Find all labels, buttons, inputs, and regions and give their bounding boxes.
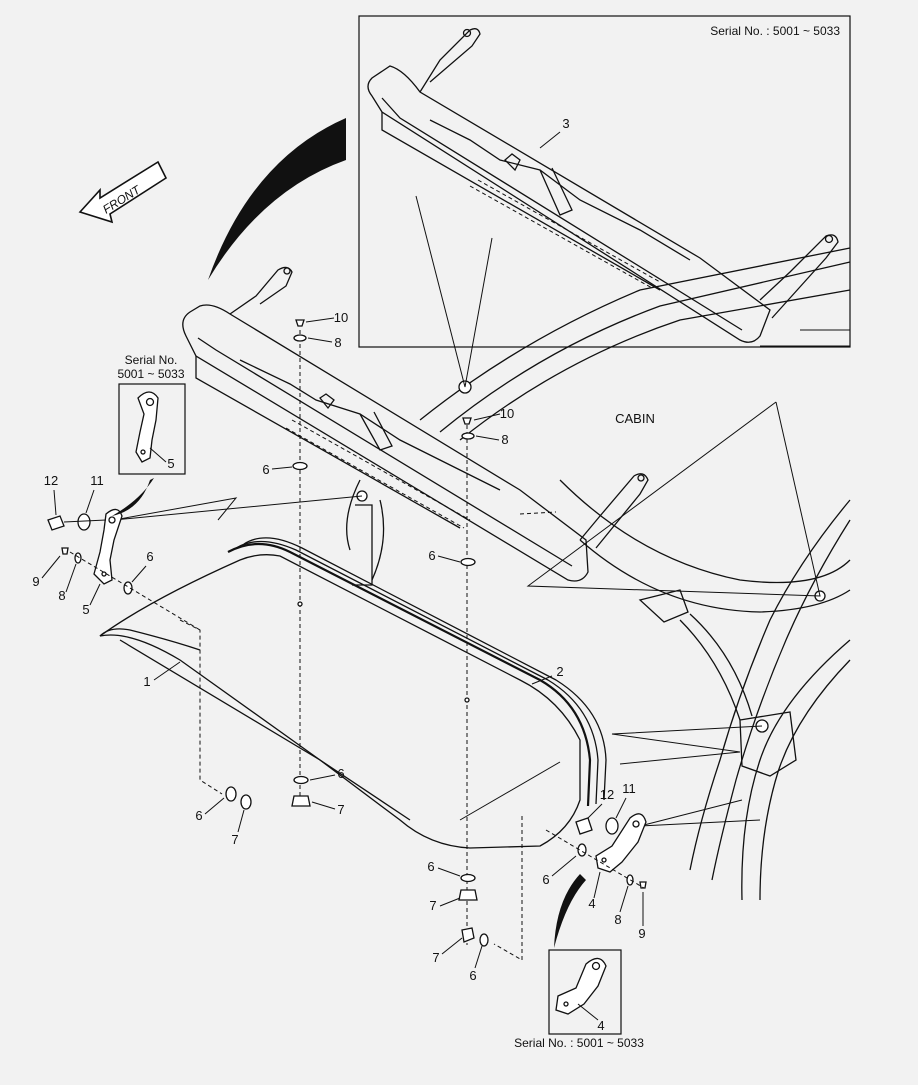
callout-11-left: 11	[90, 473, 104, 488]
callout-9-left: 9	[32, 574, 39, 589]
bracket-tab-left	[229, 266, 293, 315]
callout-7-f: 7	[432, 950, 439, 965]
washer-6-bottom-left	[225, 786, 237, 802]
callout-7-e: 7	[429, 898, 436, 913]
callout-11-right: 11	[622, 781, 636, 796]
bolt-12-left	[47, 515, 65, 531]
washer-8-left	[293, 334, 307, 342]
front-arrow-icon	[78, 160, 168, 224]
inset-left-serial-2: 5001 ~ 5033	[117, 367, 184, 381]
guard-panel	[99, 554, 581, 961]
washer-8-left-small	[74, 552, 82, 564]
callout-6-d: 6	[337, 766, 344, 781]
inset-left-bracket	[135, 391, 159, 463]
front-arrow: FRONT	[78, 160, 168, 224]
inset-top-frame	[358, 15, 851, 348]
washer-6-left-bottom	[293, 775, 309, 785]
callout-6-b: 6	[428, 548, 435, 563]
cabin-structure: CABIN	[346, 247, 851, 901]
bracket-outline	[182, 304, 589, 582]
washer-8-right	[461, 432, 475, 440]
fasteners-main	[225, 319, 489, 947]
callout-10-b: 10	[500, 406, 514, 421]
callout-2: 2	[556, 664, 563, 679]
inset-left: Serial No. 5001 ~ 5033 5	[117, 353, 186, 475]
callout-8-left: 8	[58, 588, 65, 603]
washer-6-lower	[479, 933, 489, 947]
leader-arrow-left	[112, 478, 154, 516]
bolt-12-right	[575, 817, 593, 835]
washer-11-right	[605, 817, 619, 835]
inset-bracket-outline	[367, 65, 771, 343]
callout-8-b: 8	[501, 432, 508, 447]
bolt-10-right	[462, 417, 472, 425]
right-bracket-assembly	[545, 813, 647, 889]
callout-3: 3	[562, 116, 569, 131]
callout-9-right: 9	[638, 926, 645, 941]
nut-7-left	[291, 795, 311, 807]
bolt-10-left	[295, 319, 305, 327]
callout-8-a: 8	[334, 335, 341, 350]
leader-arrow-top	[208, 118, 346, 280]
seal-strip	[227, 537, 607, 807]
inset-bottom: 4 Serial No. : 5001 ~ 5033	[514, 949, 644, 1050]
callout-6-left: 6	[146, 549, 153, 564]
inset-left-callout: 5	[167, 456, 174, 471]
bolt-9-left	[61, 547, 69, 555]
callout-8-right: 8	[614, 912, 621, 927]
callouts: 10 8 10 8 6 6 12 11 9 8 5 6 1 2 6 7 6 7	[32, 310, 645, 983]
washer-6-left-top	[292, 461, 308, 471]
inset-bottom-callout: 4	[597, 1018, 604, 1033]
cabin-bracket	[182, 266, 649, 582]
inset-top-right: Serial No. : 5001 ~ 5033 3	[358, 15, 851, 348]
leader-arrow-bottom	[554, 874, 586, 948]
inset-bottom-bracket	[555, 957, 607, 1015]
callout-7-c: 7	[231, 832, 238, 847]
cabin-label: CABIN	[615, 411, 655, 426]
callout-4-right: 4	[588, 896, 595, 911]
washer-6-left-small	[123, 581, 133, 595]
washer-8-right-small	[626, 874, 634, 886]
inset-bottom-serial: Serial No. : 5001 ~ 5033	[514, 1036, 644, 1050]
callout-7-d: 7	[337, 802, 344, 817]
callout-5-left: 5	[82, 602, 89, 617]
guard-panel-outline	[99, 554, 581, 849]
inset-bracket-inner	[381, 97, 743, 331]
washer-6-right-bottom	[460, 873, 476, 883]
washer-6-right-top	[460, 557, 476, 567]
bracket-4-right	[595, 813, 647, 873]
nut-7-right	[458, 889, 478, 901]
inset-top-serial: Serial No. : 5001 ~ 5033	[710, 24, 840, 38]
bracket-tab-right	[579, 473, 649, 549]
callout-12-right: 12	[600, 787, 614, 802]
callout-1: 1	[143, 674, 150, 689]
callout-12-left: 12	[44, 473, 58, 488]
bracket-5-left	[93, 508, 123, 585]
nut-7-lower	[461, 927, 475, 943]
callout-6-e: 6	[427, 859, 434, 874]
callout-6-right: 6	[542, 872, 549, 887]
inset-tab-right	[759, 234, 839, 319]
inset-left-serial-1: Serial No.	[125, 353, 178, 367]
callout-6-a: 6	[262, 462, 269, 477]
washer-11-left	[77, 513, 91, 531]
callout-6-c: 6	[195, 808, 202, 823]
callout-10-a: 10	[334, 310, 348, 325]
bolt-9-right	[639, 881, 647, 889]
nut-7-bottom-left	[240, 794, 252, 810]
callout-6-f: 6	[469, 968, 476, 983]
inset-tab-left	[419, 28, 481, 93]
left-bracket-assembly	[47, 508, 201, 631]
